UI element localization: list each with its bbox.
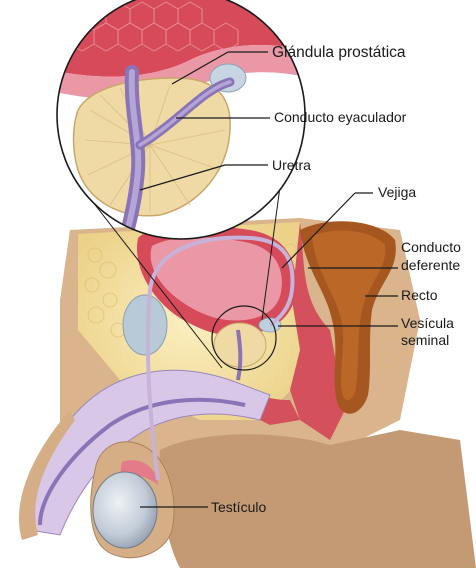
prostatic-urethra xyxy=(238,330,240,380)
pubic-bone xyxy=(123,295,167,355)
label-bladder: Vejiga xyxy=(378,184,416,200)
label-urethra: Uretra xyxy=(272,157,311,173)
label-testicle: Testículo xyxy=(211,499,266,515)
label-vas-deferens-1: Conducto xyxy=(401,239,461,255)
label-vas-deferens-2: deferente xyxy=(401,257,460,273)
label-prostate: Glándula prostática xyxy=(272,44,406,61)
label-rectum: Recto xyxy=(401,287,438,303)
thigh xyxy=(160,430,476,568)
label-ejaculatory-duct: Conducto eyaculador xyxy=(274,109,407,125)
testicle xyxy=(93,472,157,548)
magnified-inset xyxy=(40,0,330,250)
label-seminal-2: seminal xyxy=(401,332,449,348)
label-seminal-1: Vesícula xyxy=(401,315,454,331)
